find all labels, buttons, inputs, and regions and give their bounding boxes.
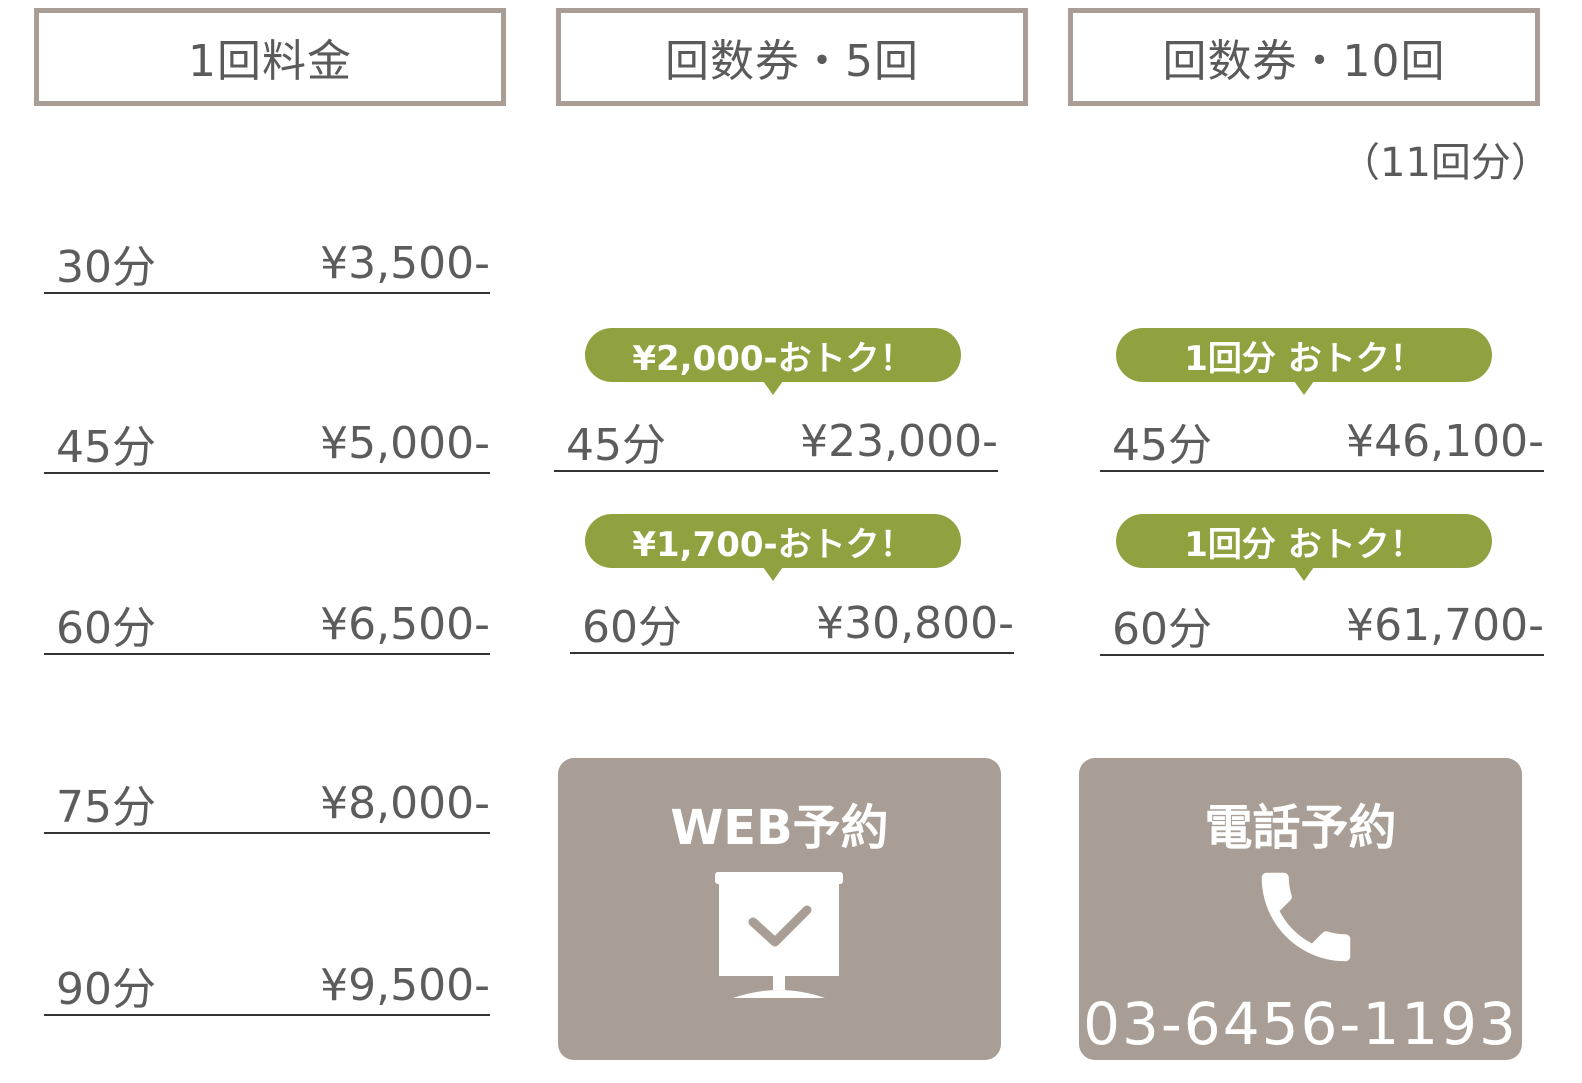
- price-value: ¥9,500-: [320, 959, 490, 1011]
- price-value: ¥3,500-: [320, 237, 490, 289]
- duration-label: 75分: [56, 782, 156, 833]
- single-price-row-30: 30分 ¥3,500-: [44, 234, 490, 294]
- duration-label: 60分: [1112, 604, 1212, 655]
- price-value: ¥8,000-: [320, 777, 490, 829]
- duration-label: 45分: [56, 422, 156, 473]
- single-price-row-45: 45分 ¥5,000-: [44, 414, 490, 474]
- price-value: ¥6,500-: [320, 598, 490, 650]
- duration-label: 60分: [56, 603, 156, 654]
- duration-label: 45分: [1112, 420, 1212, 471]
- price-value: ¥30,800-: [816, 597, 1014, 649]
- single-price-row-75: 75分 ¥8,000-: [44, 774, 490, 834]
- duration-label: 90分: [56, 964, 156, 1015]
- savings-badge: ¥1,700-おトク！: [585, 514, 961, 581]
- ten-ticket-row-60: 60分 ¥61,700-: [1100, 596, 1544, 656]
- web-reservation-label: WEB予約: [670, 800, 889, 856]
- web-reservation-button[interactable]: WEB予約: [558, 758, 1001, 1060]
- price-value: ¥61,700-: [1346, 599, 1544, 651]
- header-five-label: 回数券・5回: [665, 36, 919, 87]
- price-value: ¥46,100-: [1346, 415, 1544, 467]
- phone-reservation-label: 電話予約: [1204, 800, 1397, 856]
- header-single-price: 1回料金: [34, 8, 506, 106]
- phone-reservation-button[interactable]: 電話予約 03-6456-1193: [1079, 758, 1522, 1060]
- duration-label: 30分: [56, 242, 156, 293]
- savings-badge: 1回分 おトク！: [1116, 514, 1492, 581]
- ten-ticket-row-45: 45分 ¥46,100-: [1100, 412, 1544, 472]
- price-value: ¥5,000-: [320, 417, 490, 469]
- five-ticket-row-45: 45分 ¥23,000-: [554, 412, 998, 472]
- single-price-row-90: 90分 ¥9,500-: [44, 956, 490, 1016]
- savings-badge: ¥2,000-おトク！: [585, 328, 961, 395]
- header-ten-label: 回数券・10回: [1162, 36, 1446, 87]
- savings-badge: 1回分 おトク！: [1116, 328, 1492, 395]
- price-value: ¥23,000-: [800, 415, 998, 467]
- phone-number[interactable]: 03-6456-1193: [1083, 990, 1518, 1058]
- phone-icon: [1261, 872, 1351, 962]
- monitor-check-icon: [715, 872, 843, 998]
- header-ten-tickets: 回数券・10回: [1068, 8, 1540, 106]
- duration-label: 60分: [582, 602, 682, 653]
- header-single-label: 1回料金: [188, 36, 352, 87]
- single-price-row-60: 60分 ¥6,500-: [44, 595, 490, 655]
- ten-ticket-note: （11回分）: [1340, 140, 1551, 186]
- header-five-tickets: 回数券・5回: [556, 8, 1028, 106]
- five-ticket-row-60: 60分 ¥30,800-: [570, 594, 1014, 654]
- duration-label: 45分: [566, 420, 666, 471]
